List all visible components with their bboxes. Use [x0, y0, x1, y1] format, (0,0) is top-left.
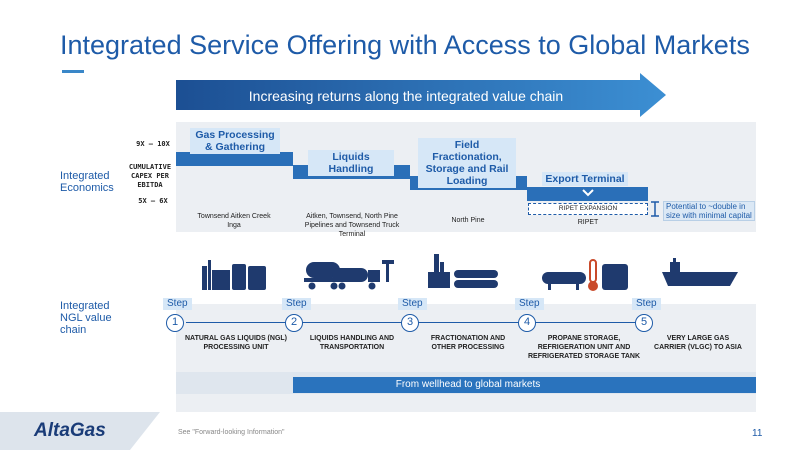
step-tag-3: Step: [398, 298, 427, 310]
integrated-economics-label: Integrated Economics: [60, 170, 114, 194]
step-tag-1: Step: [163, 298, 192, 310]
step-desc-5: VERY LARGE GAS CARRIER (VLGC) TO ASIA: [654, 335, 742, 351]
integrated-ngl-chain-label: Integrated NGL value chain: [60, 300, 112, 336]
step-number-1: 1: [166, 314, 184, 332]
altagas-logo: AltaGas: [34, 420, 106, 441]
assets-stage-1: Townsend Aitken Creek Inga: [197, 213, 271, 229]
scale-bottom: 5X – 6X: [138, 197, 168, 205]
bracket-icon: [651, 201, 659, 217]
bottom-banner: [293, 377, 756, 393]
page-title: Integrated Service Offering with Access …: [60, 30, 750, 60]
step-tag-2: Step: [282, 298, 311, 310]
gas-carrier-ship-icon: [662, 258, 738, 286]
storage-refrigeration-icon: [542, 259, 628, 291]
scale-label: CUMULATIVE CAPEX PER EBITDA: [128, 163, 172, 189]
assets-stage-3: North Pine: [451, 217, 485, 224]
step-number-3: 3: [401, 314, 419, 332]
assets-stage-4: RIPET: [577, 219, 599, 226]
step-desc-4: PROPANE STORAGE, REFRIGERATION UNIT AND …: [528, 335, 641, 360]
stage-label-fractionation: Field Fractionation, Storage and Rail Lo…: [418, 138, 516, 188]
value-chain-arrow: [176, 73, 666, 117]
stage-label-gas-processing: Gas Processing & Gathering: [190, 128, 280, 154]
step-tag-5: Step: [632, 298, 661, 310]
truck-pipeline-icon: [304, 260, 394, 290]
stage-label-liquids-handling: Liquids Handling: [308, 150, 394, 176]
step-number-4: 4: [518, 314, 536, 332]
chevron-down-icon: [582, 189, 594, 197]
step-desc-3: FRACTIONATION AND OTHER PROCESSING: [430, 335, 506, 351]
bottom-banner-text: From wellhead to global markets: [395, 379, 541, 390]
processing-plant-icon: [202, 260, 266, 290]
step-tag-4: Step: [515, 298, 544, 310]
icon-band: [176, 232, 756, 304]
footer-logo-band: [0, 412, 160, 450]
step-number-5: 5: [635, 314, 653, 332]
banner-text: Increasing returns along the integrated …: [248, 88, 564, 104]
step-number-2: 2: [285, 314, 303, 332]
stair-step-1: [176, 152, 293, 166]
potential-note: Potential to ~double in size with minima…: [663, 201, 755, 221]
step-desc-2: LIQUIDS HANDLING AND TRANSPORTATION: [309, 335, 395, 351]
assets-stage-2: Aitken, Townsend, North Pine Pipelines a…: [304, 213, 400, 238]
stage-label-export-terminal: Export Terminal: [542, 172, 628, 186]
page-number: 11: [752, 428, 763, 439]
ripet-expansion-box: RIPET EXPANSION: [528, 203, 648, 215]
scale-top: 9X – 10X: [136, 140, 170, 148]
forward-looking-note: See "Forward-looking Information": [178, 429, 285, 436]
fractionation-icon: [428, 254, 498, 288]
title-underline: [62, 70, 84, 73]
step-desc-1: NATURAL GAS LIQUIDS (NGL) PROCESSING UNI…: [184, 335, 287, 351]
